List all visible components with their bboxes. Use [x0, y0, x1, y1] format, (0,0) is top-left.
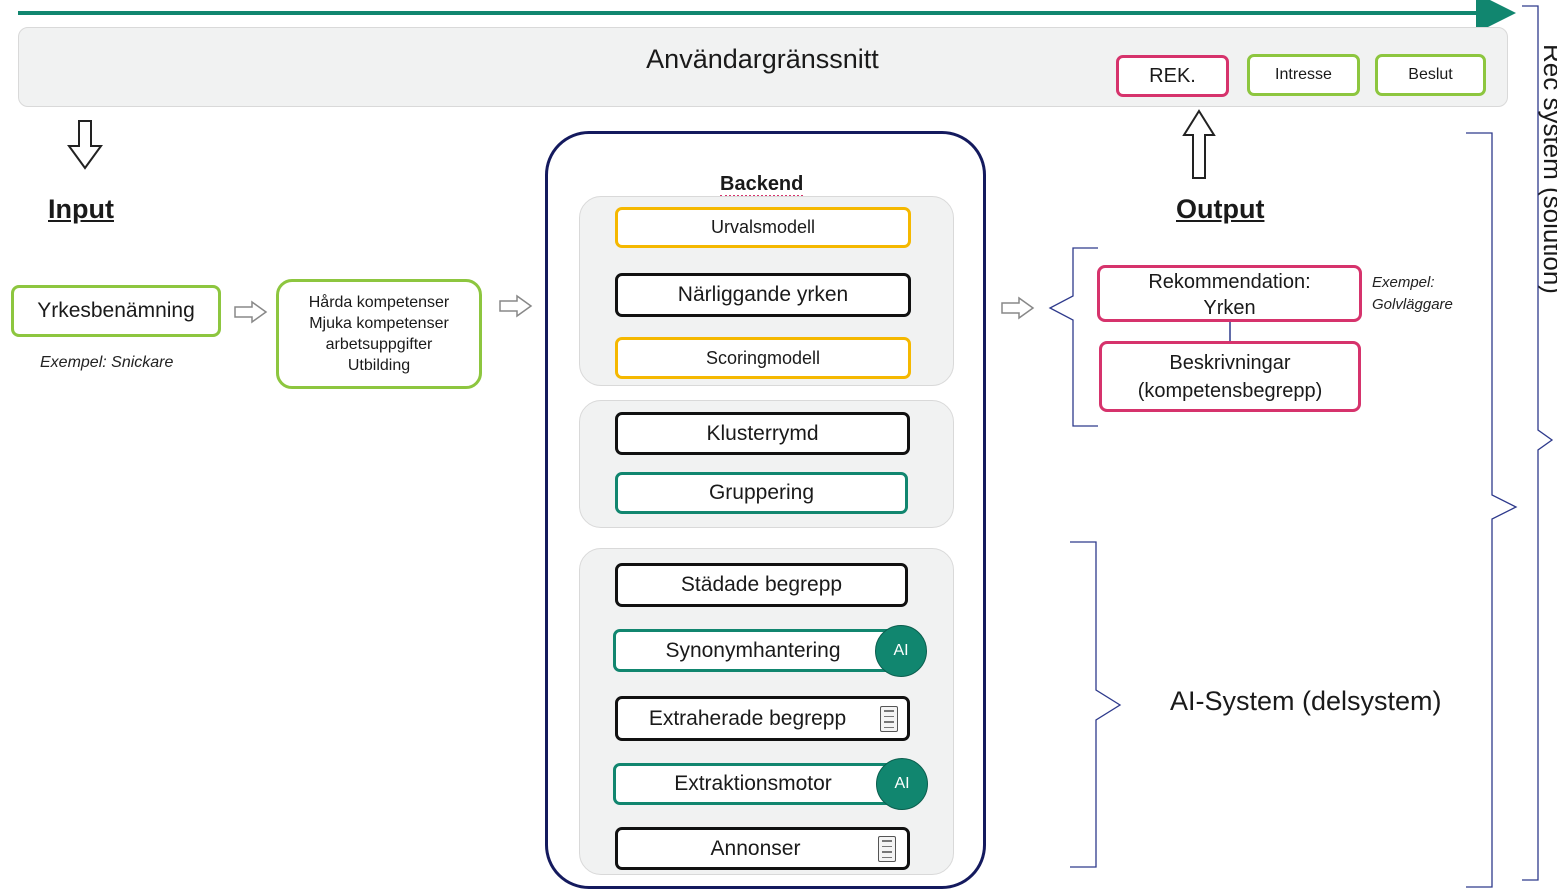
input-heading: Input — [48, 194, 114, 224]
input-down-arrow-icon — [67, 120, 103, 170]
flow-arrow-2-icon — [499, 294, 533, 318]
intresse-button[interactable]: Intresse — [1247, 54, 1360, 96]
klusterrymd-node: Klusterrymd — [615, 412, 910, 455]
ai-badge-icon: AI — [876, 758, 928, 810]
competence-line: Hårda kompetenser — [308, 294, 450, 311]
gruppering-node: Gruppering — [615, 472, 908, 514]
document-icon — [880, 706, 898, 732]
document-icon — [878, 836, 896, 862]
input-example: Exempel: Snickare — [40, 354, 174, 371]
beslut-button[interactable]: Beslut — [1375, 54, 1486, 96]
output-up-arrow-icon — [1182, 109, 1216, 179]
output-example-label: Exempel: — [1372, 274, 1435, 291]
user-interface-title: Användargränssnitt — [646, 44, 879, 74]
urvalsmodell-node: Urvalsmodell — [615, 207, 911, 248]
job-title-box: Yrkesbenämning — [11, 285, 221, 337]
competence-line: arbetsuppgifter — [325, 336, 433, 353]
descriptions-box: Beskrivningar (kompetensbegrepp) — [1099, 341, 1361, 412]
recommendation-box: Rekommendation: Yrken — [1097, 265, 1362, 322]
synonymhantering-node: Synonymhantering — [613, 629, 903, 672]
output-heading: Output — [1176, 194, 1265, 224]
backend-title: Backend — [720, 173, 804, 197]
rec-system-label: Rec system (solution) — [1538, 44, 1557, 294]
output-brace — [1048, 247, 1098, 427]
ai-badge-icon: AI — [875, 625, 927, 677]
ai-system-brace — [1070, 541, 1122, 868]
ai-system-label: AI-System (delsystem) — [1170, 686, 1442, 716]
competence-line: Mjuka kompetenser — [309, 315, 449, 332]
competence-line: Utbilding — [347, 357, 411, 374]
flow-arrow-3-icon — [1001, 296, 1035, 320]
flow-arrow-1-icon — [234, 300, 268, 324]
scoringmodell-node: Scoringmodell — [615, 337, 911, 379]
competence-box: Hårda kompetenser Mjuka kompetenser arbe… — [276, 279, 482, 389]
rek-button[interactable]: REK. — [1116, 55, 1229, 97]
rec-outer-brace — [1466, 132, 1518, 888]
rec-system-brace — [1522, 5, 1554, 881]
stadade-begrepp-node: Städade begrepp — [615, 563, 908, 607]
extraktionsmotor-node: Extraktionsmotor — [613, 763, 903, 805]
extraherade-begrepp-node: Extraherade begrepp — [615, 696, 910, 741]
output-example-value: Golvläggare — [1372, 296, 1453, 313]
annonser-node: Annonser — [615, 827, 910, 870]
narliggande-yrken-node: Närliggande yrken — [615, 273, 911, 317]
